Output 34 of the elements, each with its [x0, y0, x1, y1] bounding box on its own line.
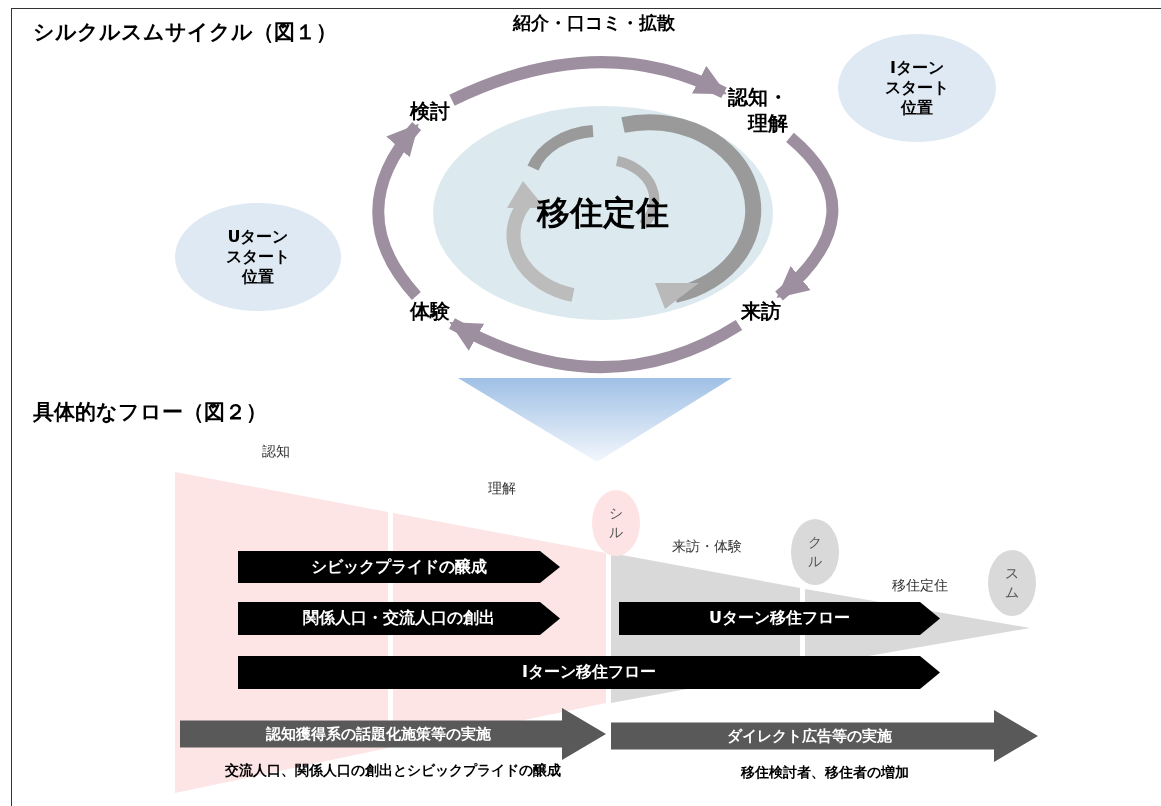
ellipse-label: Iターンスタート位置: [884, 58, 950, 118]
stage-label: 来訪・体験: [672, 538, 742, 556]
circle-label: シル: [609, 504, 623, 542]
chevron-banner: [619, 602, 940, 635]
stage-label: 体験: [410, 298, 450, 324]
cycle-arrow: [449, 56, 727, 106]
banner-label: 認知獲得系の話題化施策等の実施: [265, 724, 492, 744]
stage-label: 来訪: [741, 298, 781, 324]
section-heading: 具体的なフロー（図２）: [33, 399, 267, 426]
chevron-banner: [238, 551, 560, 583]
stage-label: 認知・理解: [726, 84, 788, 136]
circle-label: スム: [1005, 564, 1019, 602]
stage-circle: [791, 519, 839, 585]
banner-label: ダイレクト広告等の実施: [727, 726, 893, 746]
stage-label: 認知: [262, 443, 290, 461]
banner-label: Uターン移住フロー: [709, 608, 850, 629]
cycle-arrow: [775, 132, 839, 301]
center-label: 移住定住: [537, 191, 669, 234]
stage-label: 移住定住: [892, 577, 948, 595]
banner-label: Iターン移住フロー: [522, 662, 656, 683]
stage-circle: [592, 490, 640, 556]
chevron-banner: [238, 602, 560, 635]
caption-text: 移住検討者、移住者の増加: [739, 764, 910, 782]
circle-label: クル: [808, 533, 822, 571]
diagram-title: シルクルスムサイクル（図１）: [33, 19, 337, 46]
chevron-banner: [238, 656, 940, 689]
caption-text: 交流人口、関係人口の創出とシビックプライドの醸成: [224, 762, 562, 780]
stage-label: 検討: [410, 98, 450, 124]
cycle-arrow: [449, 318, 742, 374]
ellipse-label: Uターンスタート位置: [225, 227, 291, 287]
stage-label: 理解: [488, 480, 516, 498]
banner-label: 関係人口・交流人口の創出: [303, 608, 495, 629]
banner-label: シビックプライドの醸成: [311, 556, 487, 578]
cycle-arrow: [372, 122, 422, 300]
